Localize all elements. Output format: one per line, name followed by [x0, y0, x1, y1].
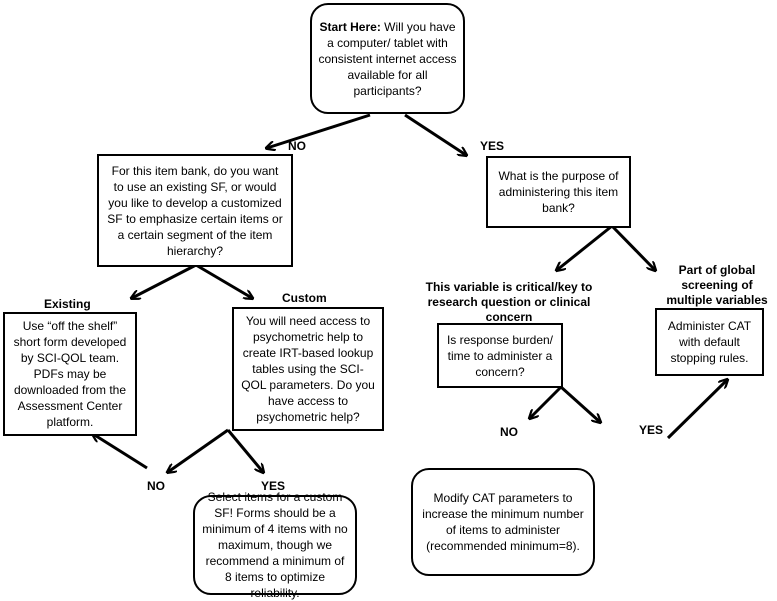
- select-items-text: Select items for a custom SF! Forms shou…: [202, 490, 348, 600]
- branch-yes-top: YES: [480, 139, 505, 153]
- branch-yes-burden: YES: [639, 423, 664, 437]
- arrow-no-to-existing: [93, 434, 148, 470]
- start-bold-label: Start Here:: [319, 19, 381, 34]
- arrow-burden-to-no: [530, 385, 563, 418]
- start-question: Will you have a computer/ tablet with co…: [318, 19, 457, 98]
- label-global: Part of global screening of multiple var…: [666, 263, 768, 307]
- itembank-question-box: For this item bank, do you want to use a…: [97, 154, 293, 267]
- existing-shortform-text: Use “off the shelf” short form developed…: [13, 319, 127, 429]
- arrow-purpose-to-critical: [557, 224, 613, 270]
- arrow-burden-to-yes: [559, 385, 600, 422]
- response-burden-text: Is response burden/ time to administer a…: [446, 332, 554, 379]
- branch-yes-custom: YES: [261, 479, 286, 493]
- arrow-custom-to-no: [168, 428, 229, 472]
- administer-cat-box: Administer CAT with default stopping rul…: [655, 308, 764, 376]
- administer-cat-text: Administer CAT with default stopping rul…: [667, 319, 752, 365]
- branch-no-burden: NO: [500, 425, 518, 439]
- response-burden-box: Is response burden/ time to administer a…: [437, 323, 563, 388]
- arrow-purpose-to-global: [610, 224, 655, 270]
- arrow-start-to-yes: [404, 113, 466, 155]
- custom-psychometric-box: You will need access to psychometric hel…: [232, 307, 384, 431]
- select-items-box: Select items for a custom SF! Forms shou…: [193, 490, 357, 600]
- arrow-custom-to-yes: [226, 429, 263, 472]
- purpose-question-box: What is the purpose of administering thi…: [486, 156, 631, 228]
- label-critical: This variable is critical/key to researc…: [425, 280, 593, 324]
- arrow-itembank-to-custom: [195, 263, 252, 298]
- label-custom: Custom: [282, 291, 327, 305]
- purpose-question: What is the purpose of administering thi…: [498, 169, 619, 215]
- existing-shortform-box: Use “off the shelf” short form developed…: [3, 312, 137, 436]
- custom-psychometric-text: You will need access to psychometric hel…: [241, 314, 375, 424]
- arrow-yes-to-administer: [666, 380, 727, 440]
- modify-cat-text: Modify CAT parameters to increase the mi…: [422, 491, 584, 553]
- branch-no-custom: NO: [147, 479, 165, 493]
- label-existing: Existing: [44, 297, 91, 311]
- modify-cat-box: Modify CAT parameters to increase the mi…: [411, 468, 595, 576]
- arrow-start-to-no: [267, 113, 371, 148]
- itembank-question: For this item bank, do you want to use a…: [107, 163, 283, 258]
- arrow-itembank-to-existing: [132, 263, 197, 298]
- start-box: Start Here: Will you have a computer/ ta…: [310, 3, 465, 114]
- branch-no-top: NO: [288, 139, 306, 153]
